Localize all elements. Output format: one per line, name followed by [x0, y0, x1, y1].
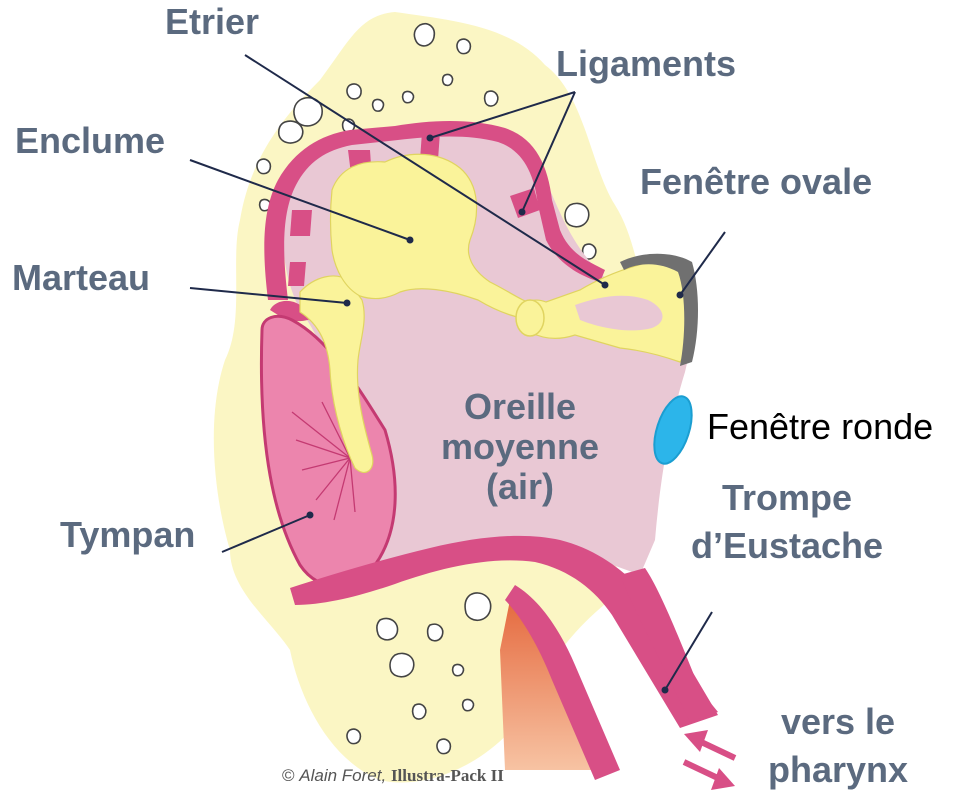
label-trompe-eustache: Trompe d’Eustache [662, 478, 912, 566]
copyright-credit: © Alain Foret, Illustra-Pack II [282, 766, 504, 786]
double-arrow-icon [684, 730, 735, 790]
label-vers-pharynx: vers le pharynx [738, 702, 938, 790]
label-trompe-line1: Trompe [662, 478, 912, 518]
credit-author: Alain Foret, [299, 766, 386, 785]
label-oreille-moyenne: Oreille moyenne (air) [440, 387, 600, 507]
label-etrier: Etrier [165, 2, 259, 42]
label-oreille-line2: moyenne [440, 427, 600, 467]
label-ligaments: Ligaments [556, 44, 736, 84]
label-fenetre-ronde: Fenêtre ronde [707, 407, 933, 447]
label-trompe-line2: d’Eustache [662, 526, 912, 566]
credit-pack: Illustra-Pack II [391, 766, 504, 785]
label-pharynx-line2: pharynx [738, 750, 938, 790]
label-marteau: Marteau [12, 258, 150, 298]
label-tympan: Tympan [60, 515, 195, 555]
label-fenetre-ovale: Fenêtre ovale [640, 162, 872, 202]
label-enclume: Enclume [15, 121, 165, 161]
copyright-symbol: © [282, 766, 295, 785]
label-oreille-line1: Oreille [440, 387, 600, 427]
label-pharynx-line1: vers le [738, 702, 938, 742]
label-oreille-line3: (air) [440, 467, 600, 507]
